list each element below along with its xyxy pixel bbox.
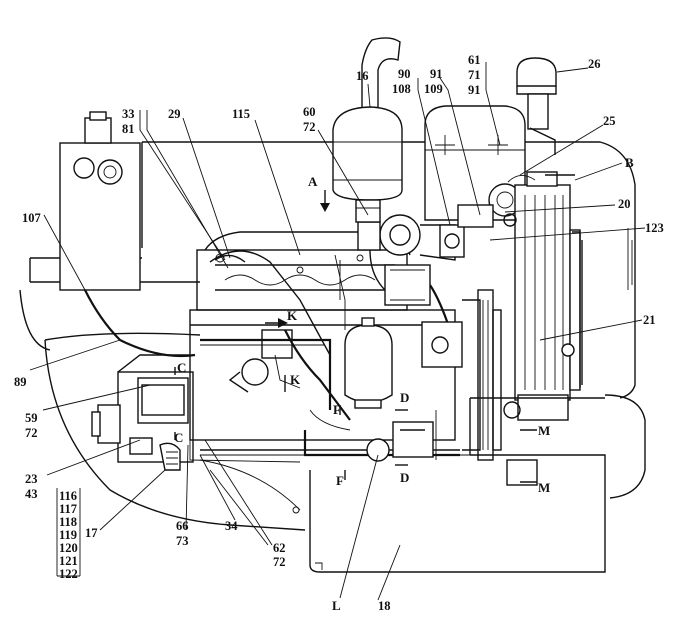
part-label-43: 43 <box>25 487 38 501</box>
part-label-109: 109 <box>424 82 443 96</box>
part-label-115: 115 <box>232 107 250 121</box>
section-letter-c-top: C <box>177 360 186 375</box>
part-label-72-left: 72 <box>25 426 38 440</box>
section-markers <box>174 174 575 483</box>
part-label-72-bottom: 72 <box>273 555 286 569</box>
section-letter-k-bottom: K <box>290 372 301 387</box>
part-label-90: 90 <box>398 67 411 81</box>
section-letter-c-bottom: C <box>174 430 183 445</box>
oil-filter <box>344 317 393 409</box>
part-label-121: 121 <box>59 554 78 568</box>
part-label-62: 62 <box>273 541 286 555</box>
section-letter-d-bottom: D <box>400 470 409 485</box>
section-letter-l: L <box>332 598 341 613</box>
part-label-72-top: 72 <box>303 120 316 134</box>
part-group-box: 116 117 118 119 120 121 122 <box>56 488 81 581</box>
part-label-16: 16 <box>356 69 369 83</box>
part-label-71: 71 <box>468 68 481 82</box>
part-labels: 16 26 25 29 115 60 72 90 108 91 109 61 7… <box>14 53 664 613</box>
leader-lines <box>29 62 646 601</box>
part-label-91-a: 91 <box>430 67 443 81</box>
section-letter-f-top: F <box>333 402 341 417</box>
pre-cleaner <box>516 57 557 155</box>
part-label-122: 122 <box>59 567 78 581</box>
part-label-23: 23 <box>25 472 38 486</box>
rear-gear-assembly <box>91 354 194 471</box>
muffler <box>332 37 403 223</box>
part-label-117: 117 <box>59 502 77 516</box>
part-label-21: 21 <box>643 313 656 327</box>
radiator <box>503 171 583 421</box>
lower-frame <box>292 394 646 573</box>
turbocharger <box>357 214 465 306</box>
part-label-108: 108 <box>392 82 411 96</box>
part-label-119: 119 <box>59 528 77 542</box>
part-label-91-b: 91 <box>468 83 481 97</box>
part-label-34: 34 <box>225 519 238 533</box>
section-letter-d-top: D <box>400 390 409 405</box>
part-label-89: 89 <box>14 375 27 389</box>
part-label-26: 26 <box>588 57 601 71</box>
air-cleaner <box>424 105 526 228</box>
part-label-25: 25 <box>603 114 616 128</box>
fuel-tank <box>59 111 141 291</box>
part-label-73: 73 <box>176 534 189 548</box>
part-label-61: 61 <box>468 53 481 67</box>
part-label-18: 18 <box>378 599 391 613</box>
section-letter-m-bottom: M <box>538 480 550 495</box>
transmission-pipe <box>303 410 460 462</box>
view-letter-a: A <box>308 174 318 189</box>
part-label-33: 33 <box>122 107 135 121</box>
front-drive <box>421 289 502 461</box>
part-label-123: 123 <box>645 221 664 235</box>
part-label-20: 20 <box>618 197 631 211</box>
rear-fender <box>19 289 306 531</box>
part-label-17: 17 <box>85 526 98 540</box>
fuel-line <box>84 289 196 358</box>
part-label-29: 29 <box>168 107 181 121</box>
part-label-116: 116 <box>59 489 77 503</box>
section-letters: A B K K C C D D F F M M L <box>174 155 634 613</box>
section-letter-m-top: M <box>538 423 550 438</box>
part-label-60: 60 <box>303 105 316 119</box>
part-label-107: 107 <box>22 211 41 225</box>
part-label-81: 81 <box>122 122 135 136</box>
part-label-120: 120 <box>59 541 78 555</box>
section-letter-f-bottom: F <box>336 473 344 488</box>
view-letter-b: B <box>625 155 634 170</box>
part-label-66: 66 <box>176 519 189 533</box>
part-label-118: 118 <box>59 515 77 529</box>
section-letter-k-top: K <box>287 308 298 323</box>
part-label-59: 59 <box>25 411 38 425</box>
